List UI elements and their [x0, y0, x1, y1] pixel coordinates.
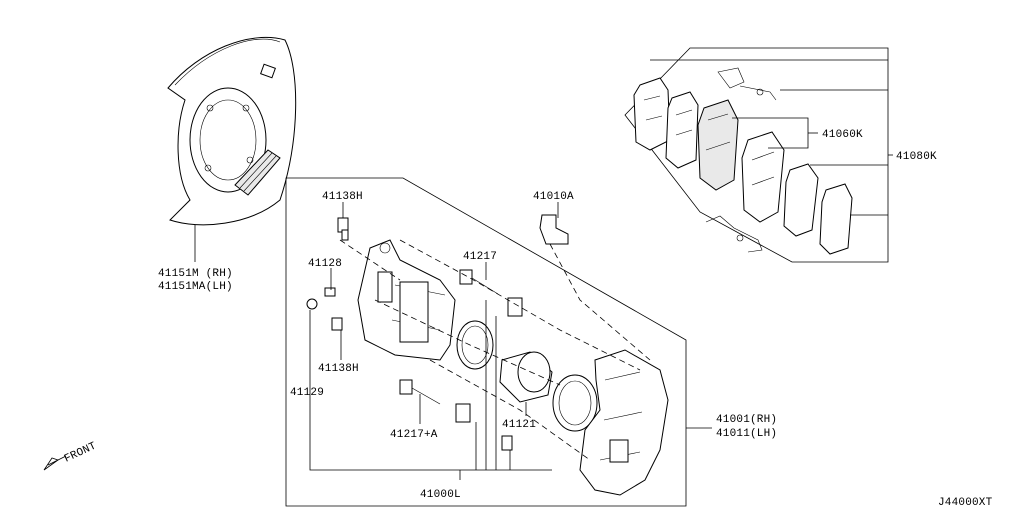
leader-pad-set: [650, 59, 888, 216]
label-pad-kit: 41060K: [822, 129, 863, 141]
label-shield-lh: 41151MA(LH): [158, 281, 233, 293]
label-caliper-rh: 41001(RH): [716, 414, 777, 426]
pad-shims: [633, 77, 699, 169]
label-caliper-kit: 41000L: [420, 489, 461, 501]
front-arrow: [43, 455, 67, 471]
label-pin: 41217: [463, 251, 497, 263]
pad-set-box: [624, 47, 889, 263]
assembly-lines: [339, 239, 651, 461]
caliper-leaders: [309, 202, 712, 480]
seal-ring: [456, 320, 494, 370]
label-pad-set: 41080K: [896, 151, 937, 163]
hardware: [306, 214, 569, 451]
label-bleeder: 41128: [308, 258, 342, 270]
label-code: J44000XT: [938, 497, 993, 509]
label-cap: 41129: [290, 387, 324, 399]
dust-shield: [167, 36, 297, 226]
label-pin-a: 41217+A: [390, 429, 438, 441]
pad-clips: [705, 67, 777, 253]
label-front: FRONT: [63, 440, 99, 465]
label-bolt-top: 41138H: [322, 191, 363, 203]
caliper-bracket: [579, 349, 669, 496]
label-seal: 41121: [502, 419, 536, 431]
brake-pads: [697, 99, 853, 255]
caliper-box: [285, 177, 687, 507]
caliper-body: [357, 239, 456, 361]
label-bolt-mount: 41010A: [533, 191, 574, 203]
label-bolt-mid: 41138H: [318, 363, 359, 375]
piston: [499, 351, 553, 403]
label-shield-rh: 41151M (RH): [158, 268, 233, 280]
piston-boot: [552, 374, 598, 432]
label-caliper-lh: 41011(LH): [716, 428, 777, 440]
